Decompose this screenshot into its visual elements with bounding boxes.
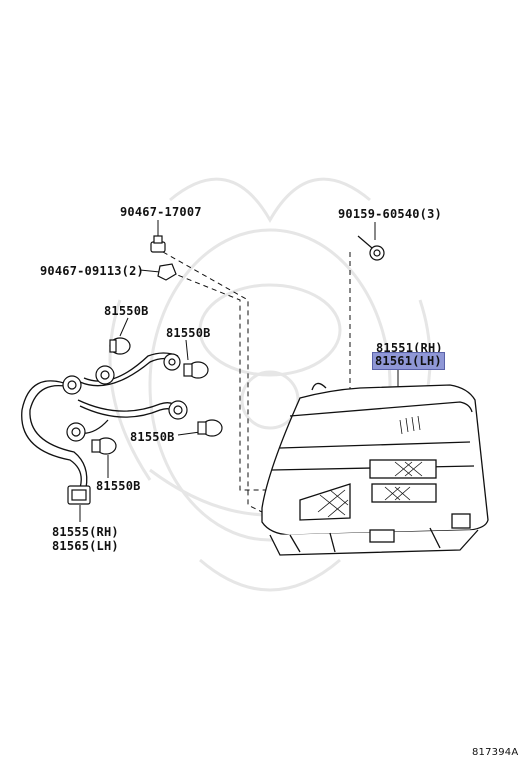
label-socket-rh[interactable]: 81555(RH): [52, 525, 119, 539]
label-lamp-rh[interactable]: 81551(RH): [376, 341, 443, 355]
screw-part: [357, 235, 385, 261]
figure-id: 817394A: [472, 747, 519, 758]
clip-bolt-part: [150, 235, 166, 253]
label-socket-lh[interactable]: 81565(LH): [52, 539, 119, 553]
label-lamp-lh-highlighted[interactable]: 81561(LH): [372, 352, 445, 370]
sockets: [62, 353, 188, 505]
label-screw[interactable]: 90159-60540(3): [338, 207, 442, 221]
label-bulb-a[interactable]: 81550B: [104, 304, 149, 318]
label-clip-bolt[interactable]: 90467-17007: [120, 205, 202, 219]
bulbs: [91, 337, 223, 455]
tail-lamp-assembly: [261, 382, 489, 556]
leader-lines: [79, 220, 399, 522]
label-bulb-b[interactable]: 81550B: [166, 326, 211, 340]
lens-hatching: [317, 415, 423, 518]
label-bulb-d[interactable]: 81550B: [96, 479, 141, 493]
label-clip-small[interactable]: 90467-09113(2): [40, 264, 144, 278]
label-bulb-c[interactable]: 81550B: [130, 430, 175, 444]
clip-small-part: [157, 263, 177, 281]
